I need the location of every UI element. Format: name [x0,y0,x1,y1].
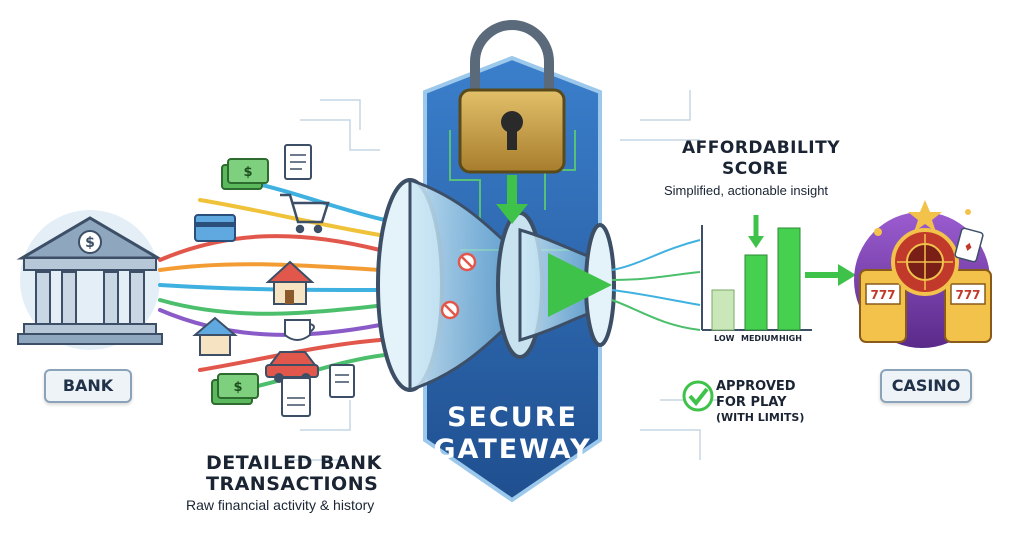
approval-line3: (WITH LIMITS) [716,411,805,424]
affordability-chart [701,215,856,331]
score-level-high: HIGH [779,334,802,343]
output-flow-lines [611,239,701,331]
casino-label: CASINO [880,369,972,403]
svg-text:$: $ [233,380,242,395]
score-title-line2: SCORE [722,159,789,179]
score-level-low: LOW [714,334,735,343]
coffee-icon [284,319,315,341]
document-icon [284,144,312,180]
gateway-title-line1: SECURE [447,402,578,433]
transactions-subtitle: Raw financial activity & history [186,497,375,513]
transaction-flow-arrows [158,178,387,392]
bank-icon: $ [16,210,164,350]
score-level-medium: MEDIUM [741,334,779,343]
transactions-title-line2: TRANSACTIONS [206,473,379,495]
gateway-title-line2: GATEWAY [433,434,592,465]
padlock-icon [458,20,566,224]
svg-text:$: $ [243,165,252,180]
approval-line1: APPROVED [716,379,796,394]
shopping-cart-icon [280,193,330,234]
checkmark-icon [682,380,714,412]
money-icon: $ [211,373,259,405]
svg-text:777: 777 [870,288,895,302]
document-icon [329,364,355,398]
money-icon: $ [221,158,269,190]
svg-text:$: $ [85,235,95,251]
approval-line2: FOR PLAY [716,395,787,410]
house-icon [265,260,315,305]
score-subtitle: Simplified, actionable insight [664,183,829,198]
transactions-title-line1: DETAILED BANK [206,452,382,474]
bar-high [777,227,801,331]
bar-medium [744,254,768,331]
bill-icon [281,377,311,417]
circuit-lines [290,90,720,461]
house-icon [192,316,238,356]
svg-text:777: 777 [955,288,980,302]
credit-card-icon [194,214,236,242]
casino-icon: 777 777 ♦ [854,200,992,348]
bank-label: BANK [44,369,132,403]
score-title-line1: AFFORDABILITY [682,138,841,158]
svg-text:♦: ♦ [963,237,974,254]
bar-low [711,289,735,331]
